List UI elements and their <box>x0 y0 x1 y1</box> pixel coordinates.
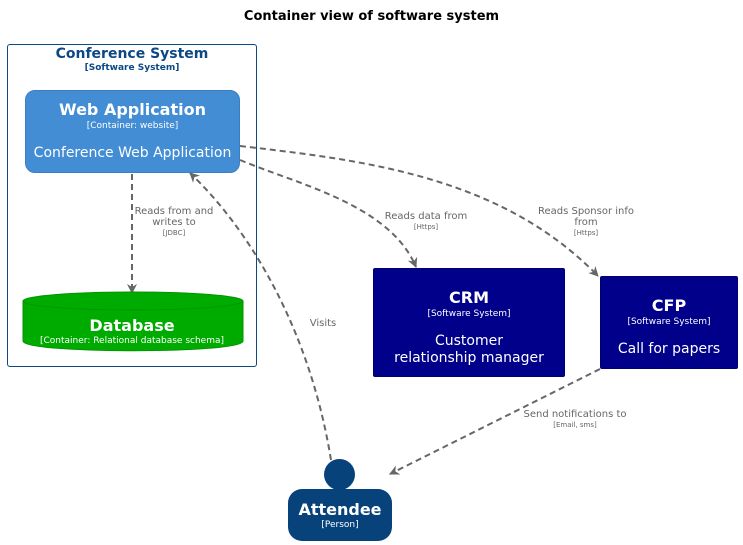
edge-label-att-web-text: Visits <box>309 318 337 329</box>
edge-label-web-crm: Reads data from [Https] <box>370 211 482 233</box>
webapp-type: [Container: website] <box>86 121 179 131</box>
database-cylinder-top <box>22 291 244 311</box>
edge-label-web-db-text: Reads from and writes to <box>134 206 214 228</box>
edge-label-web-cfp-text: Reads Sponsor info from <box>537 206 635 228</box>
web-application-container[interactable]: Web Application [Container: website] Con… <box>25 90 240 173</box>
attendee-title: Attendee <box>298 500 382 519</box>
webapp-desc: Conference Web Application <box>33 145 232 161</box>
database-text: Database [Container: Relational database… <box>22 316 242 346</box>
database-cylinder-body <box>22 301 244 352</box>
cfp-system[interactable]: CFP [Software System] Call for papers <box>600 276 738 369</box>
edge-cfp-to-attendee <box>389 368 601 475</box>
edge-attendee-to-web <box>189 172 332 461</box>
crm-type: [Software System] <box>427 309 511 319</box>
cfp-desc: Call for papers <box>617 341 721 357</box>
attendee-person[interactable]: Attendee [Person] <box>288 489 392 541</box>
webapp-title: Web Application <box>58 100 206 119</box>
database-title: Database <box>89 316 175 335</box>
edge-web-to-crm <box>239 159 418 268</box>
system-boundary <box>7 44 257 367</box>
edge-label-web-crm-text: Reads data from <box>384 211 468 222</box>
diagram-title: Container view of software system <box>243 9 500 24</box>
cfp-title: CFP <box>651 296 687 315</box>
edge-label-cfp-att: Send notifications to [Email, sms] <box>516 409 634 431</box>
attendee-type: [Person] <box>321 520 359 530</box>
database-container[interactable] <box>22 290 244 354</box>
edge-label-cfp-att-tech: [Email, sms] <box>553 421 597 429</box>
boundary-title: Conference System <box>55 46 209 62</box>
edge-web-to-cfp <box>239 145 599 277</box>
crm-system[interactable]: CRM [Software System] Customer relations… <box>373 268 565 377</box>
attendee-head-icon <box>324 459 355 490</box>
edge-label-web-db-tech: [JDBC] <box>162 229 186 237</box>
edge-label-att-web: Visits <box>300 318 346 329</box>
edge-label-web-cfp-tech: [Https] <box>573 229 599 237</box>
edge-label-web-crm-tech: [Https] <box>413 223 439 231</box>
boundary-type: [Software System] <box>84 63 180 73</box>
edge-label-web-cfp: Reads Sponsor info from [Https] <box>535 206 637 239</box>
database-type: [Container: Relational database schema] <box>39 336 224 346</box>
cfp-type: [Software System] <box>627 317 711 327</box>
edge-label-cfp-att-text: Send notifications to <box>523 409 627 420</box>
crm-title: CRM <box>449 288 489 307</box>
crm-desc: Customer relationship manager <box>394 333 544 366</box>
edge-label-web-db: Reads from and writes to [JDBC] <box>126 206 222 239</box>
